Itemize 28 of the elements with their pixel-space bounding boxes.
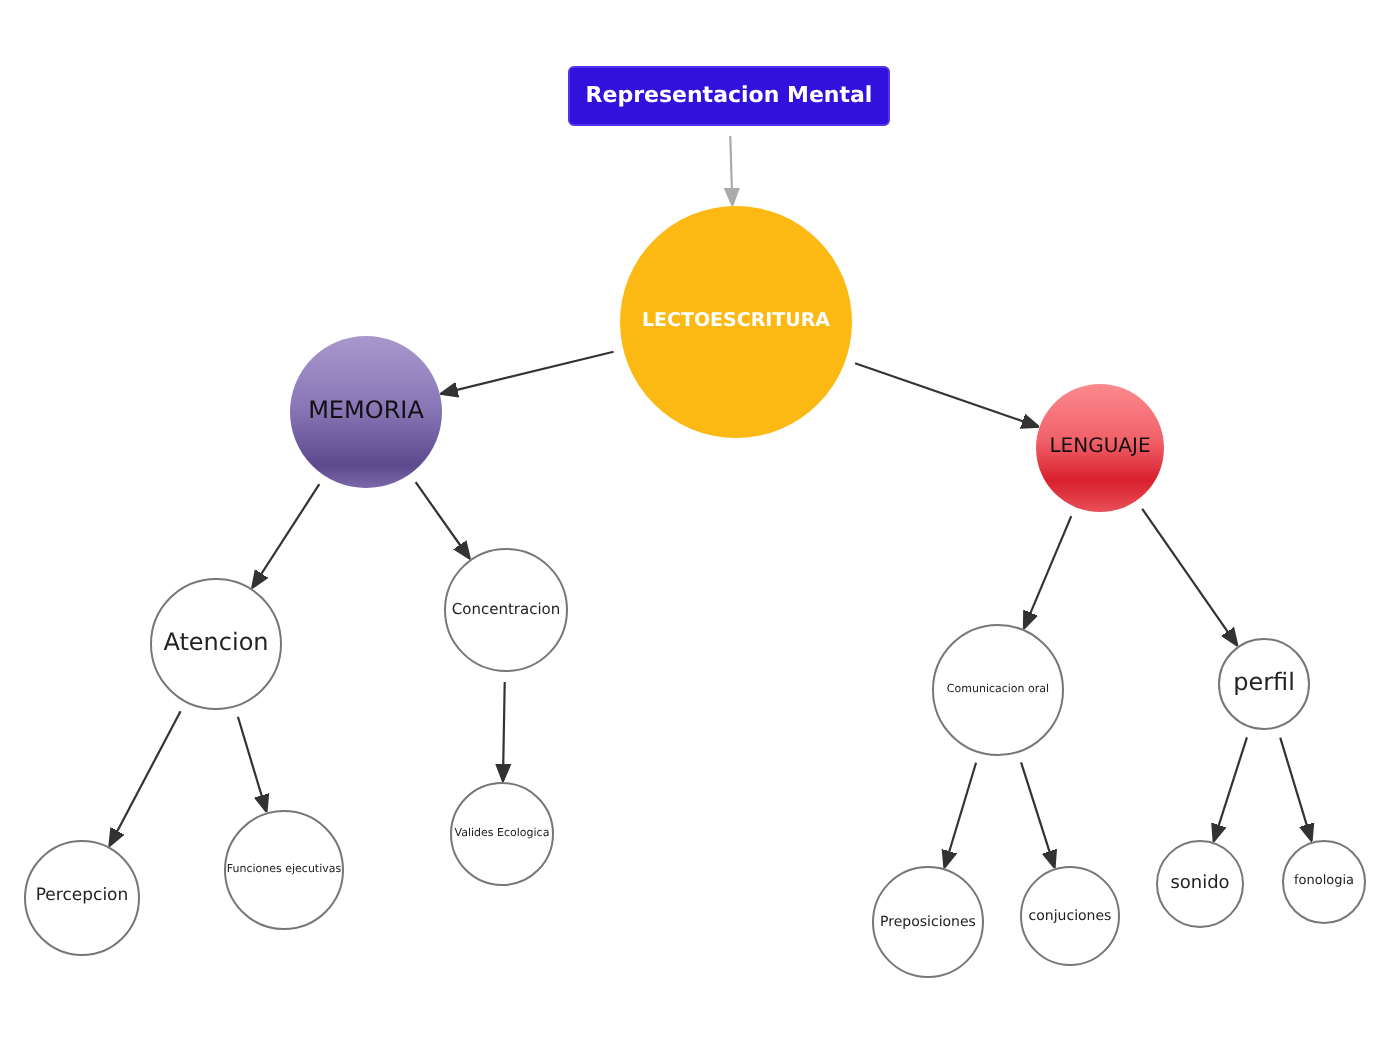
arrow [1279, 737, 1315, 843]
concept-label: perfil [1233, 670, 1295, 698]
concept-circle [1282, 840, 1366, 924]
concept-label: Percepcion [35, 888, 129, 908]
concept-label: LECTOESCRITURA [641, 311, 831, 333]
arrow [1022, 515, 1073, 630]
concept-label: Atencion [163, 630, 269, 658]
arrow [495, 681, 512, 783]
title-box [568, 66, 890, 126]
concept-label: LENGUAJE [1049, 436, 1151, 460]
arrow [1211, 737, 1248, 843]
arrow [108, 710, 182, 848]
arrow [251, 483, 321, 590]
arrow [854, 362, 1041, 429]
arrow [236, 716, 270, 814]
concept-circle [1218, 638, 1310, 730]
arrow [941, 762, 978, 870]
arrow [1141, 508, 1239, 647]
concept-label: sonido [1170, 873, 1230, 895]
arrow [1020, 762, 1057, 869]
concept-circle [450, 782, 554, 886]
concept-circle [1020, 866, 1120, 966]
arrow [723, 135, 740, 207]
arrow [414, 481, 471, 561]
concept-label: MEMORIA [308, 398, 424, 426]
concept-label: Representacion Mental [585, 83, 873, 109]
arrow [439, 350, 614, 398]
concept-circle [1156, 840, 1244, 928]
